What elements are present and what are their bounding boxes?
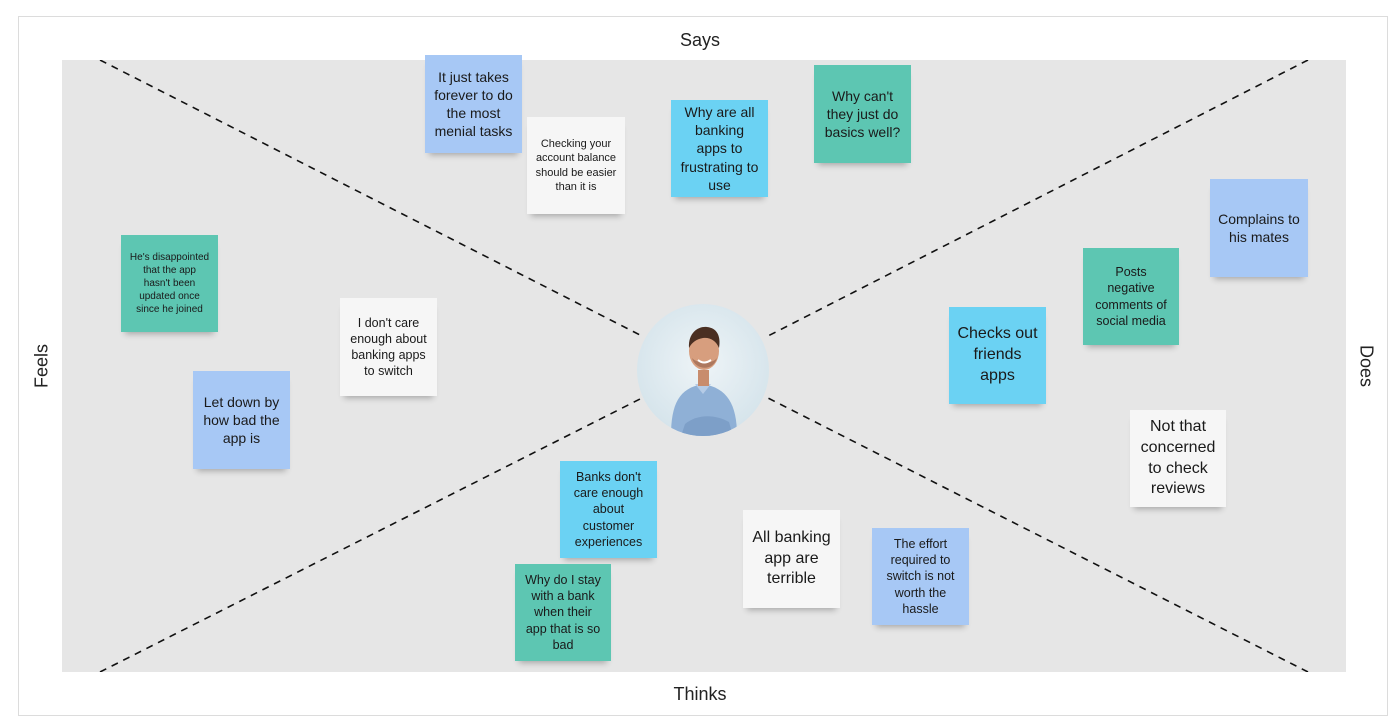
- quadrant-label-does: Does: [1356, 344, 1377, 388]
- sticky-note[interactable]: Complains to his mates: [1210, 179, 1308, 277]
- sticky-note[interactable]: Why are all banking apps to frustrating …: [671, 100, 768, 197]
- sticky-note[interactable]: I don't care enough about banking apps t…: [340, 298, 437, 396]
- divider-line-top-right: [767, 60, 1309, 337]
- persona-portrait-icon: [671, 326, 737, 436]
- quadrant-divider-lines: [99, 60, 1309, 672]
- divider-line-top-left: [99, 60, 643, 337]
- sticky-note[interactable]: All banking app are terrible: [743, 510, 840, 608]
- sticky-note[interactable]: Checks out friends apps: [949, 307, 1046, 404]
- divider-line-bottom-left: [99, 397, 643, 672]
- divider-line-bottom-right: [767, 397, 1309, 672]
- canvas-frame: [18, 16, 1388, 716]
- sticky-note[interactable]: Not that concerned to check reviews: [1130, 410, 1226, 507]
- sticky-note[interactable]: Posts negative comments of social media: [1083, 248, 1179, 345]
- quadrant-label-thinks: Thinks: [673, 684, 727, 704]
- quadrant-label-says: Says: [679, 30, 721, 50]
- sticky-note[interactable]: It just takes forever to do the most men…: [425, 55, 522, 153]
- sticky-note[interactable]: He's disappointed that the app hasn't be…: [121, 235, 218, 332]
- sticky-note[interactable]: Banks don't care enough about customer e…: [560, 461, 657, 558]
- sticky-note[interactable]: The effort required to switch is not wor…: [872, 528, 969, 625]
- persona-avatar: [637, 304, 769, 436]
- sticky-note[interactable]: Let down by how bad the app is: [193, 371, 290, 469]
- sticky-note[interactable]: Why can't they just do basics well?: [814, 65, 911, 163]
- sticky-note[interactable]: Why do I stay with a bank when their app…: [515, 564, 611, 661]
- quadrant-label-feels: Feels: [31, 343, 52, 389]
- sticky-note[interactable]: Checking your account balance should be …: [527, 117, 625, 214]
